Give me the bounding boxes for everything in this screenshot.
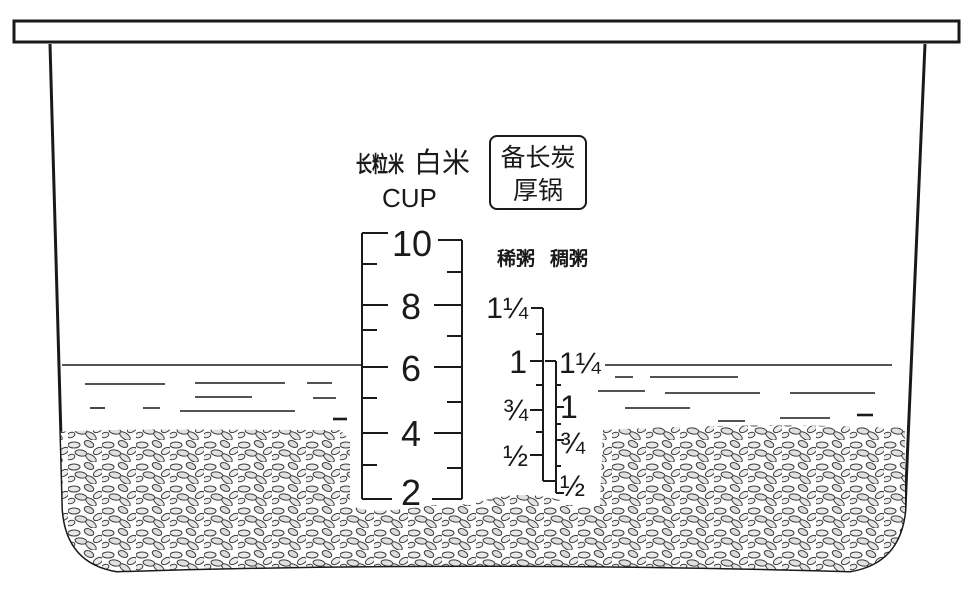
water-level-left [62, 364, 362, 421]
thick-porridge-scale-labels: 1¼ 1 ¾ ½ [559, 347, 602, 503]
cup-tick-4: 4 [401, 413, 421, 454]
pot-rim [12, 19, 961, 44]
thick-tick-1: 1 [560, 389, 578, 425]
thin-porridge-label: 稀粥 [497, 247, 535, 270]
thin-porridge-scale [530, 307, 556, 482]
cup-tick-2: 2 [401, 472, 421, 513]
badge-line-1: 备长炭 [500, 143, 575, 172]
cup-scale-labels: 10 8 6 4 2 [392, 223, 432, 513]
cup-tick-6: 6 [401, 348, 421, 389]
rice-grains [58, 425, 905, 571]
thick-porridge-scale [555, 361, 564, 494]
long-grain-rice-label: 长粒米 [356, 152, 405, 178]
cup-label: CUP [382, 183, 437, 213]
cup-scale [361, 232, 463, 500]
cup-tick-10: 10 [392, 223, 432, 264]
thick-porridge-label: 稠粥 [550, 247, 588, 270]
thin-tick-1-2: ½ [503, 440, 528, 473]
thick-tick-1-2: ½ [560, 470, 585, 503]
badge-line-2: 厚锅 [513, 176, 563, 205]
charcoal-thick-pot-badge: 备长炭 厚锅 [489, 135, 587, 210]
thin-tick-1: 1 [509, 344, 527, 380]
cup-tick-8: 8 [401, 286, 421, 327]
thick-tick-1-1-4: 1¼ [559, 347, 602, 380]
white-rice-label: 白米 [414, 146, 470, 179]
thin-tick-3-4: ¾ [503, 394, 529, 427]
thick-tick-3-4: ¾ [560, 427, 586, 460]
water-level-right [598, 364, 892, 422]
thin-porridge-scale-labels: 1¼ 1 ¾ ½ [486, 292, 529, 473]
thin-tick-1-1-4: 1¼ [486, 292, 529, 325]
